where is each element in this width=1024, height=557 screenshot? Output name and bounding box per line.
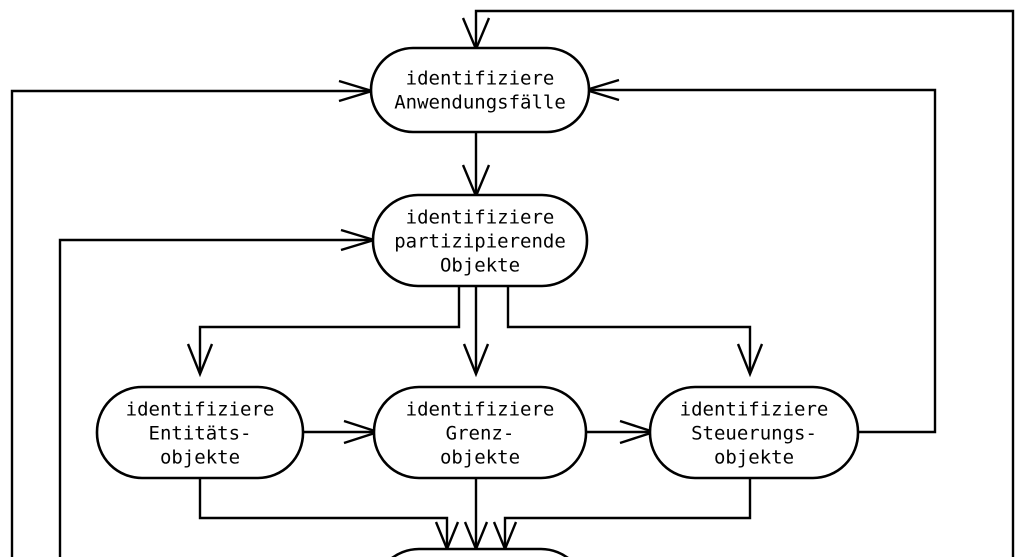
arrowhead-into-entitaetsobjekte <box>186 343 214 378</box>
node-steuerungsobjekte-shape <box>648 385 860 480</box>
edge-partizipierende-to-steuerungs <box>506 286 752 372</box>
edge-left-return-bus-inner <box>58 238 370 557</box>
edge-entitaets-to-bottom <box>198 478 449 547</box>
arrowhead-into-grenzobjekte <box>462 343 490 378</box>
node-entitaetsobjekte-shape <box>95 385 305 480</box>
node-partizipierende-objekte-line-2: Objekte <box>440 255 520 277</box>
node-entitaetsobjekte[interactable]: identifiziere Entitäts- objekte <box>95 385 305 480</box>
node-layer: identifiziere Anwendungsfälle identifizi… <box>95 46 860 557</box>
node-steuerungsobjekte[interactable]: identifiziere Steuerungs- objekte <box>648 385 860 480</box>
edge-partizipierende-to-entitaets <box>198 286 461 372</box>
node-grenzobjekte-line-1: Grenz- <box>446 423 515 445</box>
node-bottom-partial[interactable] <box>374 547 586 557</box>
node-entitaetsobjekte-line-2: objekte <box>160 447 240 469</box>
node-partizipierende-objekte-line-1: partizipierende <box>394 231 566 253</box>
edge-left-return-bus-outer <box>10 89 368 557</box>
node-grenzobjekte-line-2: objekte <box>440 447 520 469</box>
edge-steuerungs-return-to-anwendungsfaelle <box>590 88 937 434</box>
node-partizipierende-objekte-shape <box>371 193 589 288</box>
edge-layer <box>10 9 1015 557</box>
node-bottom-partial-shape <box>391 547 569 557</box>
node-steuerungsobjekte-line-2: objekte <box>714 447 794 469</box>
node-grenzobjekte-shape <box>372 385 588 480</box>
edge-steuerungs-to-bottom <box>503 478 752 547</box>
node-partizipierende-objekte[interactable]: identifiziere partizipierende Objekte <box>371 193 589 288</box>
node-entitaetsobjekte-line-1: Entitäts- <box>149 423 252 445</box>
node-anwendungsfaelle-line-1: Anwendungsfälle <box>394 92 566 114</box>
node-anwendungsfaelle[interactable]: identifiziere Anwendungsfälle <box>369 46 591 134</box>
edge-top-feedback-bus <box>474 9 1015 557</box>
node-steuerungsobjekte-line-1: Steuerungs- <box>691 423 817 445</box>
node-partizipierende-objekte-line-0: identifiziere <box>406 207 555 229</box>
node-grenzobjekte-line-0: identifiziere <box>406 399 555 421</box>
arrowhead-into-steuerungsobjekte <box>736 343 764 378</box>
node-steuerungsobjekte-line-0: identifiziere <box>680 399 829 421</box>
node-anwendungsfaelle-line-0: identifiziere <box>406 68 555 90</box>
node-entitaetsobjekte-line-0: identifiziere <box>126 399 275 421</box>
node-anwendungsfaelle-shape <box>369 46 591 134</box>
node-grenzobjekte[interactable]: identifiziere Grenz- objekte <box>372 385 588 480</box>
